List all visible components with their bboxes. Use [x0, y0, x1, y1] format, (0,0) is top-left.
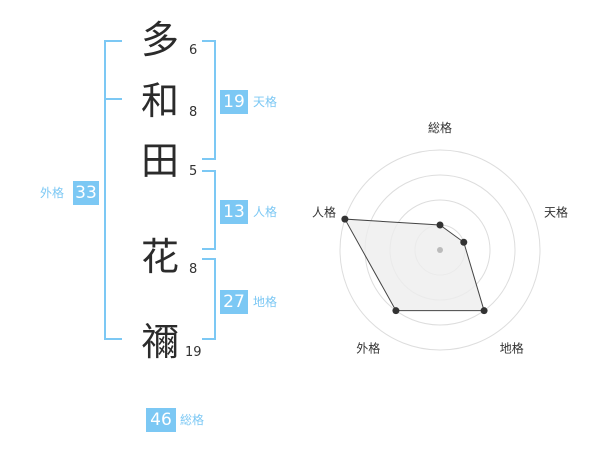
radar-axis-label-0: 総格	[428, 120, 452, 135]
tenkaku-bracket	[202, 40, 216, 160]
jinkaku-badge: 13	[220, 200, 248, 224]
radar-point-1	[460, 238, 468, 246]
soukaku-badge: 46	[146, 408, 176, 432]
gaikaku-badge: 33	[73, 181, 99, 205]
jinkaku-bracket	[202, 170, 216, 250]
radar-axis-label-3: 外格	[356, 341, 380, 356]
tenkaku-label: 天格	[253, 95, 278, 109]
tenkaku-badge: 19	[220, 90, 248, 114]
chikaku-badge: 27	[220, 290, 248, 314]
stroke-count-3: 5	[189, 164, 198, 179]
radar-point-0	[436, 221, 444, 229]
stroke-count-2: 8	[189, 105, 198, 120]
chikaku-bracket	[202, 258, 216, 340]
stroke-count-1: 6	[189, 43, 198, 58]
gaikaku-bracket	[104, 40, 122, 340]
gaikaku-bracket-tick	[104, 98, 122, 100]
gaikaku-label: 外格	[40, 186, 65, 200]
name-char-2: 和	[140, 79, 179, 123]
radar-axis-label-1: 天格	[544, 204, 568, 219]
stroke-count-5: 19	[185, 345, 202, 360]
jinkaku-label: 人格	[253, 205, 278, 219]
radar-point-4	[341, 215, 349, 223]
radar-shape	[344, 218, 485, 312]
radar-ring-4	[339, 149, 541, 351]
name-char-5: 禰	[140, 320, 179, 364]
name-char-4: 花	[140, 235, 179, 279]
soukaku-label: 総格	[180, 413, 205, 427]
radar-point-2	[480, 307, 488, 315]
radar-center	[437, 247, 443, 253]
name-char-3: 田	[140, 139, 179, 183]
name-char-1: 多	[140, 18, 179, 62]
radar-axis-label-4: 人格	[312, 204, 336, 219]
chikaku-label: 地格	[253, 295, 278, 309]
radar-point-3	[392, 307, 400, 315]
stroke-count-4: 8	[189, 262, 198, 277]
radar-axis-label-2: 地格	[500, 341, 524, 356]
